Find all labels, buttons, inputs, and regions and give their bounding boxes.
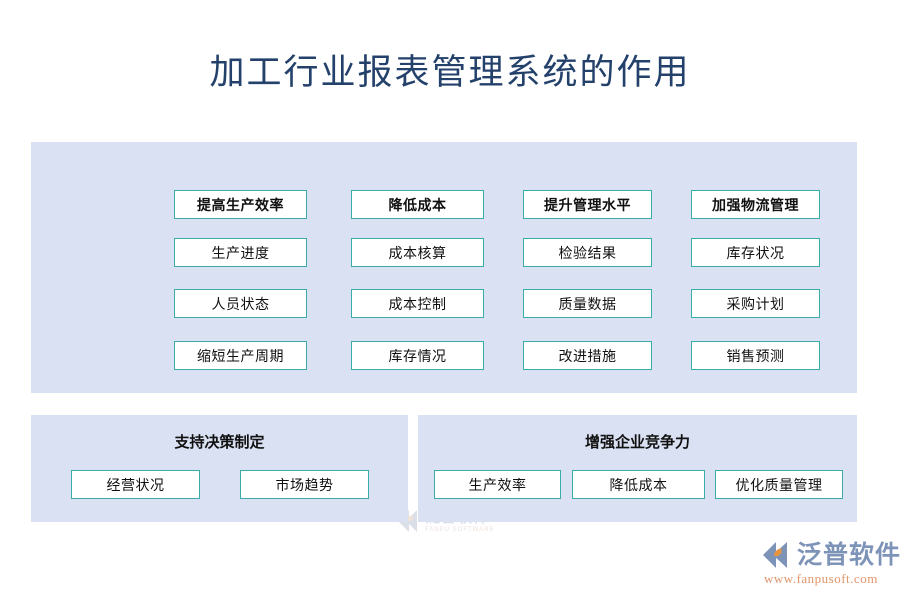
category-3-item-0[interactable]: 库存状况 bbox=[691, 238, 820, 267]
brand-name-cn: 泛普软件 bbox=[797, 541, 900, 569]
decision-item-1[interactable]: 市场趋势 bbox=[240, 470, 369, 499]
competitiveness-panel: 增强企业竞争力 生产效率 降低成本 优化质量管理 bbox=[418, 415, 857, 522]
brand-url: www.fanpusoft.com bbox=[764, 571, 878, 586]
watermark-brand-en: FANPU SOFTWARE bbox=[425, 526, 495, 533]
brand-logo-row: 泛普软件 bbox=[762, 541, 900, 569]
competitiveness-item-0[interactable]: 生产效率 bbox=[434, 470, 561, 499]
competitiveness-panel-heading: 增强企业竞争力 bbox=[584, 434, 690, 451]
category-0-item-1[interactable]: 人员状态 bbox=[174, 289, 307, 318]
brand-logo: 泛普软件 www.fanpusoft.com bbox=[762, 541, 900, 589]
category-3-item-1[interactable]: 采购计划 bbox=[691, 289, 820, 318]
category-0-item-0[interactable]: 生产进度 bbox=[174, 238, 307, 267]
category-header-1[interactable]: 降低成本 bbox=[351, 190, 484, 219]
category-header-0[interactable]: 提高生产效率 bbox=[174, 190, 307, 219]
main-benefits-panel: 提高生产效率 生产进度 人员状态 缩短生产周期 降低成本 成本核算 成本控制 库… bbox=[31, 142, 857, 533]
category-2-item-2[interactable]: 改进措施 bbox=[523, 341, 652, 370]
category-header-2[interactable]: 提升管理水平 bbox=[523, 190, 652, 219]
category-header-3[interactable]: 加强物流管理 bbox=[691, 190, 820, 219]
fanpu-logo-icon bbox=[762, 541, 792, 569]
competitiveness-item-2[interactable]: 优化质量管理 bbox=[715, 470, 843, 499]
category-2-item-0[interactable]: 检验结果 bbox=[523, 238, 652, 267]
category-2-item-1[interactable]: 质量数据 bbox=[523, 289, 652, 318]
competitiveness-item-1[interactable]: 降低成本 bbox=[572, 470, 705, 499]
decision-support-panel: 支持决策制定 经营状况 市场趋势 bbox=[31, 415, 408, 522]
category-3-item-2[interactable]: 销售预测 bbox=[691, 341, 820, 370]
category-1-item-2[interactable]: 库存情况 bbox=[351, 341, 484, 370]
page-title: 加工行业报表管理系统的作用 bbox=[209, 53, 691, 92]
decision-panel-heading: 支持决策制定 bbox=[174, 434, 265, 451]
decision-item-0[interactable]: 经营状况 bbox=[71, 470, 200, 499]
category-1-item-1[interactable]: 成本控制 bbox=[351, 289, 484, 318]
category-0-item-2[interactable]: 缩短生产周期 bbox=[174, 341, 307, 370]
category-1-item-0[interactable]: 成本核算 bbox=[351, 238, 484, 267]
